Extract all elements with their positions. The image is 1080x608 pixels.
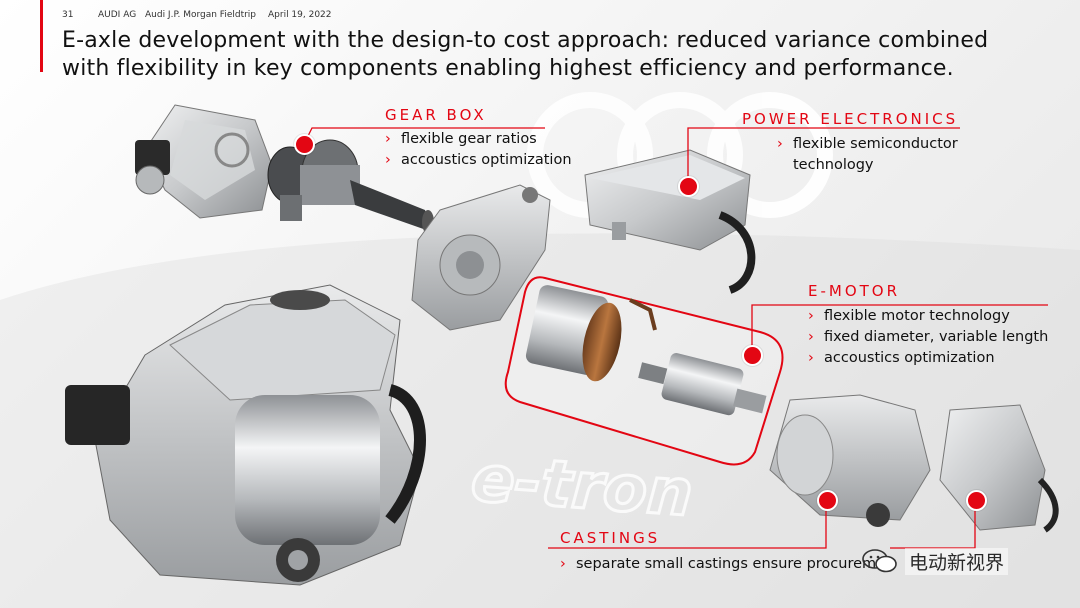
castings-marker-dot-right	[966, 490, 987, 511]
rotor-part	[638, 353, 767, 416]
gearbox-bullet-2: ›accoustics optimization	[385, 152, 572, 168]
castings-label: CASTINGS	[560, 529, 661, 547]
background-etron-lettering: e-tron	[469, 442, 695, 531]
wechat-icon	[862, 549, 897, 573]
stator-part	[525, 285, 657, 382]
gearbox-label: GEAR BOX	[385, 106, 487, 124]
chevron-right-icon: ›	[385, 152, 391, 168]
e-motor-bullet-3: ›accoustics optimization	[808, 350, 995, 366]
power-electronics-marker-dot	[678, 176, 699, 197]
company-name: AUDI AG	[98, 10, 137, 20]
watermark-text: 电动新视界	[905, 548, 1009, 575]
castings-marker-dot-left	[817, 490, 838, 511]
power-electronics-bullet-1: ›flexible semiconductor	[777, 136, 958, 152]
event-date: April 19, 2022	[268, 10, 332, 20]
page-number: 31	[62, 10, 74, 20]
chevron-right-icon: ›	[385, 131, 391, 147]
chevron-right-icon: ›	[777, 136, 783, 152]
page-title: E-axle development with the design-to co…	[62, 27, 988, 83]
gearbox-bullet-1: ›flexible gear ratios	[385, 131, 537, 147]
callout-connector-lines	[303, 127, 1048, 549]
e-motor-marker-dot	[742, 345, 763, 366]
castings-bullet-1: ›separate small castings ensure procurem	[560, 556, 877, 572]
chevron-right-icon: ›	[560, 556, 566, 572]
gear-set-part	[267, 139, 434, 234]
assembled-e-axle-part	[65, 284, 426, 586]
chevron-right-icon: ›	[808, 329, 814, 345]
casting-housing-part-left	[769, 394, 931, 527]
gearbox-housing-part	[135, 104, 273, 219]
power-electronics-part	[584, 149, 756, 294]
power-electronics-label: POWER ELECTRONICS	[742, 110, 959, 128]
e-motor-bullet-2: ›fixed diameter, variable length	[808, 329, 1049, 345]
chevron-right-icon: ›	[808, 308, 814, 324]
gearbox-marker-dot	[294, 134, 315, 155]
accent-bar	[40, 0, 43, 72]
e-motor-label: E-MOTOR	[808, 282, 901, 300]
chevron-right-icon: ›	[808, 350, 814, 366]
title-line-1: E-axle development with the design-to co…	[62, 28, 989, 53]
title-line-2: with flexibility in key components enabl…	[62, 56, 954, 81]
e-motor-bullet-1: ›flexible motor technology	[808, 308, 1010, 324]
power-electronics-bullet-1-continued: technology	[793, 157, 874, 173]
motor-housing-casting-part	[411, 184, 551, 331]
event-name: Audi J.P. Morgan Fieldtrip	[145, 10, 257, 20]
